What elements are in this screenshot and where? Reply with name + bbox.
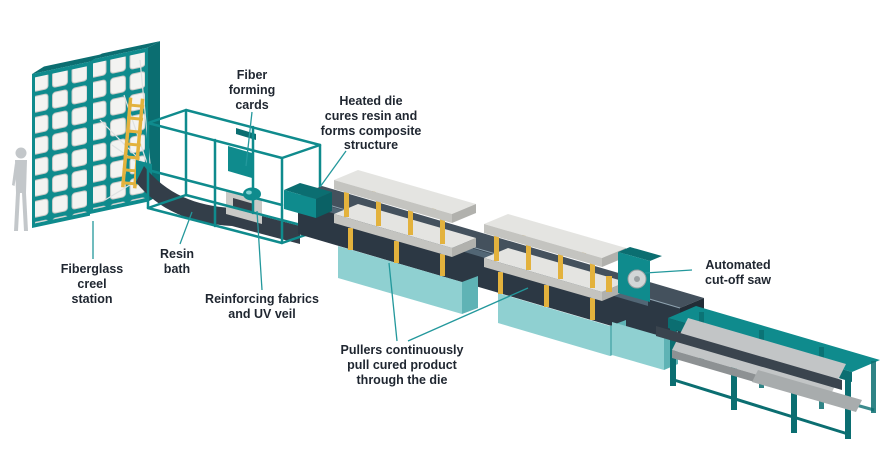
creel-station <box>32 41 160 228</box>
leader-puller-2 <box>407 287 529 342</box>
puller-2 <box>484 214 626 320</box>
leader-fiber-forming <box>245 111 253 167</box>
resin-bath <box>136 108 322 245</box>
leader-puller-1 <box>388 262 398 342</box>
creel-ladder <box>121 97 145 189</box>
label-resin-bath: Resin bath <box>159 247 195 276</box>
label-pullers: Pullers continuously pull cured product … <box>340 343 464 387</box>
cutoff-saw <box>606 247 662 302</box>
leader-cutoff-saw <box>644 269 693 274</box>
heated-die <box>284 183 332 218</box>
leader-reinforcing <box>256 210 263 291</box>
label-fiberglass-creel-station: Fiberglass creel station <box>60 262 124 306</box>
beam-base-1 <box>338 246 478 314</box>
leader-resin-bath <box>179 211 193 245</box>
puller-1 <box>334 170 476 276</box>
creel-rack-front <box>32 54 102 228</box>
leader-lines <box>92 111 693 342</box>
cut-product <box>656 326 842 390</box>
operator-figure <box>12 147 28 231</box>
outfeed-table <box>656 306 880 439</box>
label-reinforcing-fabrics: Reinforcing fabrics and UV veil <box>205 292 319 321</box>
impregnation-belt <box>136 166 300 244</box>
label-heated-die: Heated die cures resin and forms composi… <box>320 94 422 153</box>
label-fiber-forming-cards: Fiber forming cards <box>228 68 276 112</box>
fiber-forming-cards-plates <box>228 128 256 178</box>
label-cutoff-saw: Automated cut-off saw <box>705 258 771 287</box>
leader-heated-die <box>319 150 347 188</box>
